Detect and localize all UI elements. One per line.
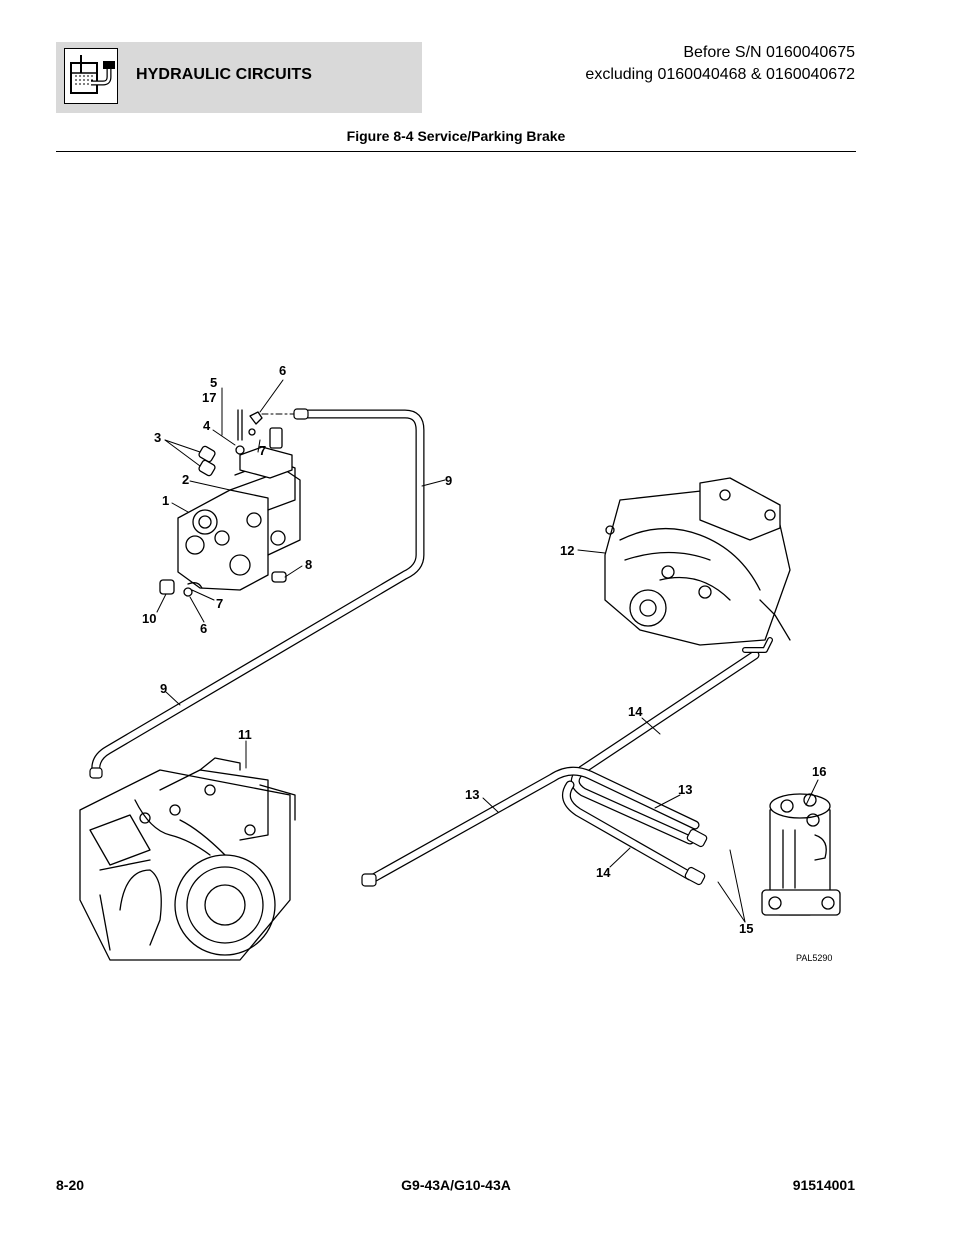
page-number: 8-20 <box>56 1177 85 1193</box>
callout-4: 4 <box>203 418 211 433</box>
callout-6-lower: 6 <box>200 621 207 636</box>
hydraulic-reservoir-icon <box>64 48 118 104</box>
callout-11: 11 <box>238 727 252 742</box>
figure-reference-code: PAL5290 <box>796 953 832 963</box>
callout-9-lower: 9 <box>160 681 167 696</box>
master-cylinder <box>761 793 841 916</box>
callout-10: 10 <box>142 611 156 626</box>
header-banner: HYDRAULIC CIRCUITS <box>56 42 422 113</box>
callout-13-left: 13 <box>465 787 479 802</box>
tube-9 <box>89 408 425 779</box>
callout-13-right: 13 <box>678 782 692 797</box>
callout-3: 3 <box>154 430 161 445</box>
callout-16: 16 <box>812 764 826 779</box>
tubes-13-14 <box>361 637 773 887</box>
section-title: HYDRAULIC CIRCUITS <box>136 66 313 83</box>
callout-7-top: 7 <box>259 443 266 458</box>
callout-15: 15 <box>739 921 753 936</box>
model-number: G9-43A/G10-43A <box>401 1177 511 1193</box>
callout-12: 12 <box>560 543 574 558</box>
callout-17: 17 <box>202 390 216 405</box>
callout-6-top: 6 <box>279 363 286 378</box>
axle-assembly <box>604 477 791 646</box>
serial-applicability: Before S/N 0160040675 excluding 01600404… <box>585 42 855 86</box>
callout-1: 1 <box>162 493 169 508</box>
callout-14-lower: 14 <box>596 865 611 880</box>
figure-title: Figure 8-4 Service/Parking Brake <box>346 128 566 144</box>
callout-7-lower: 7 <box>216 596 223 611</box>
callout-labels: 5 17 6 4 7 3 2 1 8 9 10 7 6 9 11 12 14 1… <box>142 363 826 936</box>
callout-2: 2 <box>182 472 189 487</box>
serial-line-2: excluding 0160040468 & 0160040672 <box>585 66 855 83</box>
callout-9-upper: 9 <box>445 473 452 488</box>
callout-8: 8 <box>305 557 312 572</box>
serial-line-1: Before S/N 0160040675 <box>683 44 855 61</box>
document-number: 91514001 <box>792 1177 855 1193</box>
leader-lines <box>156 379 819 923</box>
callout-14-upper: 14 <box>628 704 643 719</box>
header-divider <box>56 151 856 152</box>
callout-5: 5 <box>210 375 217 390</box>
transmission-assembly <box>79 757 296 961</box>
brake-valve-assembly <box>159 409 301 597</box>
